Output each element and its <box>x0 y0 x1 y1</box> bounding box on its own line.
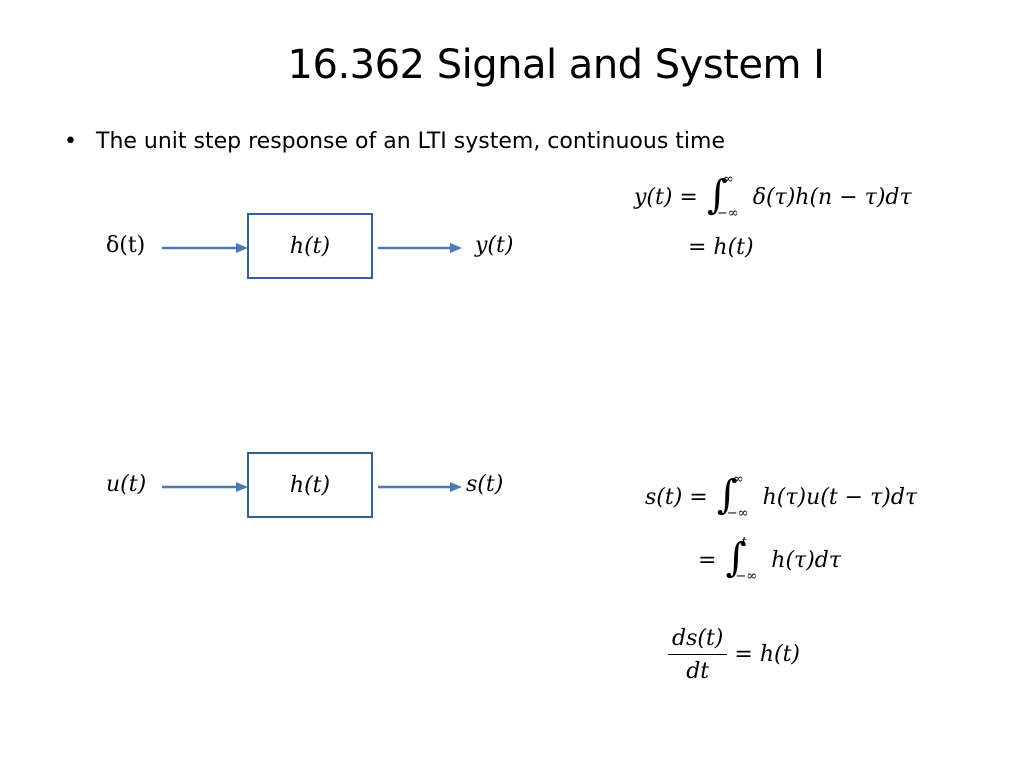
eq4-upper-limit: t <box>741 535 747 550</box>
eq3-upper-limit: ∞ <box>732 472 744 487</box>
eq5-rhs: = h(t) <box>734 642 800 667</box>
derivative-fraction: ds(t) dt <box>668 626 728 684</box>
output-arrow-2 <box>378 482 462 492</box>
impulse-output-label: y(t) <box>475 233 514 258</box>
eq1-upper-limit: ∞ <box>722 172 734 187</box>
input-arrow-2 <box>162 482 248 492</box>
step-output-label: s(t) <box>466 472 504 497</box>
eq1-integrand: δ(τ)h(n − τ)dτ <box>752 185 912 210</box>
equation-derivative: ds(t) dt = h(t) <box>668 626 800 684</box>
eq3-lhs: s(t) = <box>645 485 708 510</box>
eq5-denominator: dt <box>686 659 710 684</box>
slide-title: 16.362 Signal and System I <box>287 42 825 88</box>
bullet-icon: • <box>64 129 77 154</box>
bullet-text: The unit step response of an LTI system,… <box>96 129 725 154</box>
output-arrow-1 <box>378 243 462 253</box>
eq4-lhs: = <box>698 548 717 573</box>
equation-convolution-impulse: y(t) = ∫∞−∞ δ(τ)h(n − τ)dτ <box>634 172 912 221</box>
system-block-2: h(t) <box>247 452 373 518</box>
step-input-label: u(t) <box>106 472 147 497</box>
integral-symbol-1: ∫∞−∞ <box>706 172 739 221</box>
eq4-integrand: h(τ)dτ <box>771 548 842 573</box>
system-label-1: h(t) <box>289 233 331 259</box>
eq4-lower-limit: −∞ <box>735 569 758 584</box>
eq1-lhs: y(t) = <box>634 185 698 210</box>
integral-symbol-3: ∫t−∞ <box>725 535 758 584</box>
integral-symbol-2: ∫∞−∞ <box>716 472 749 521</box>
system-block-1: h(t) <box>247 213 373 279</box>
eq5-numerator: ds(t) <box>668 626 728 655</box>
bullet-item: • The unit step response of an LTI system… <box>64 129 725 154</box>
impulse-input-label: δ(t) <box>106 233 146 258</box>
equation-step-integral: = ∫t−∞ h(τ)dτ <box>698 535 842 584</box>
eq3-lower-limit: −∞ <box>726 506 749 521</box>
system-label-2: h(t) <box>289 472 331 498</box>
equation-impulse-result: = h(t) <box>688 235 754 260</box>
eq3-integrand: h(τ)u(t − τ)dτ <box>762 485 918 510</box>
equation-convolution-step: s(t) = ∫∞−∞ h(τ)u(t − τ)dτ <box>645 472 918 521</box>
eq1-lower-limit: −∞ <box>716 206 739 221</box>
input-arrow-1 <box>162 243 248 253</box>
